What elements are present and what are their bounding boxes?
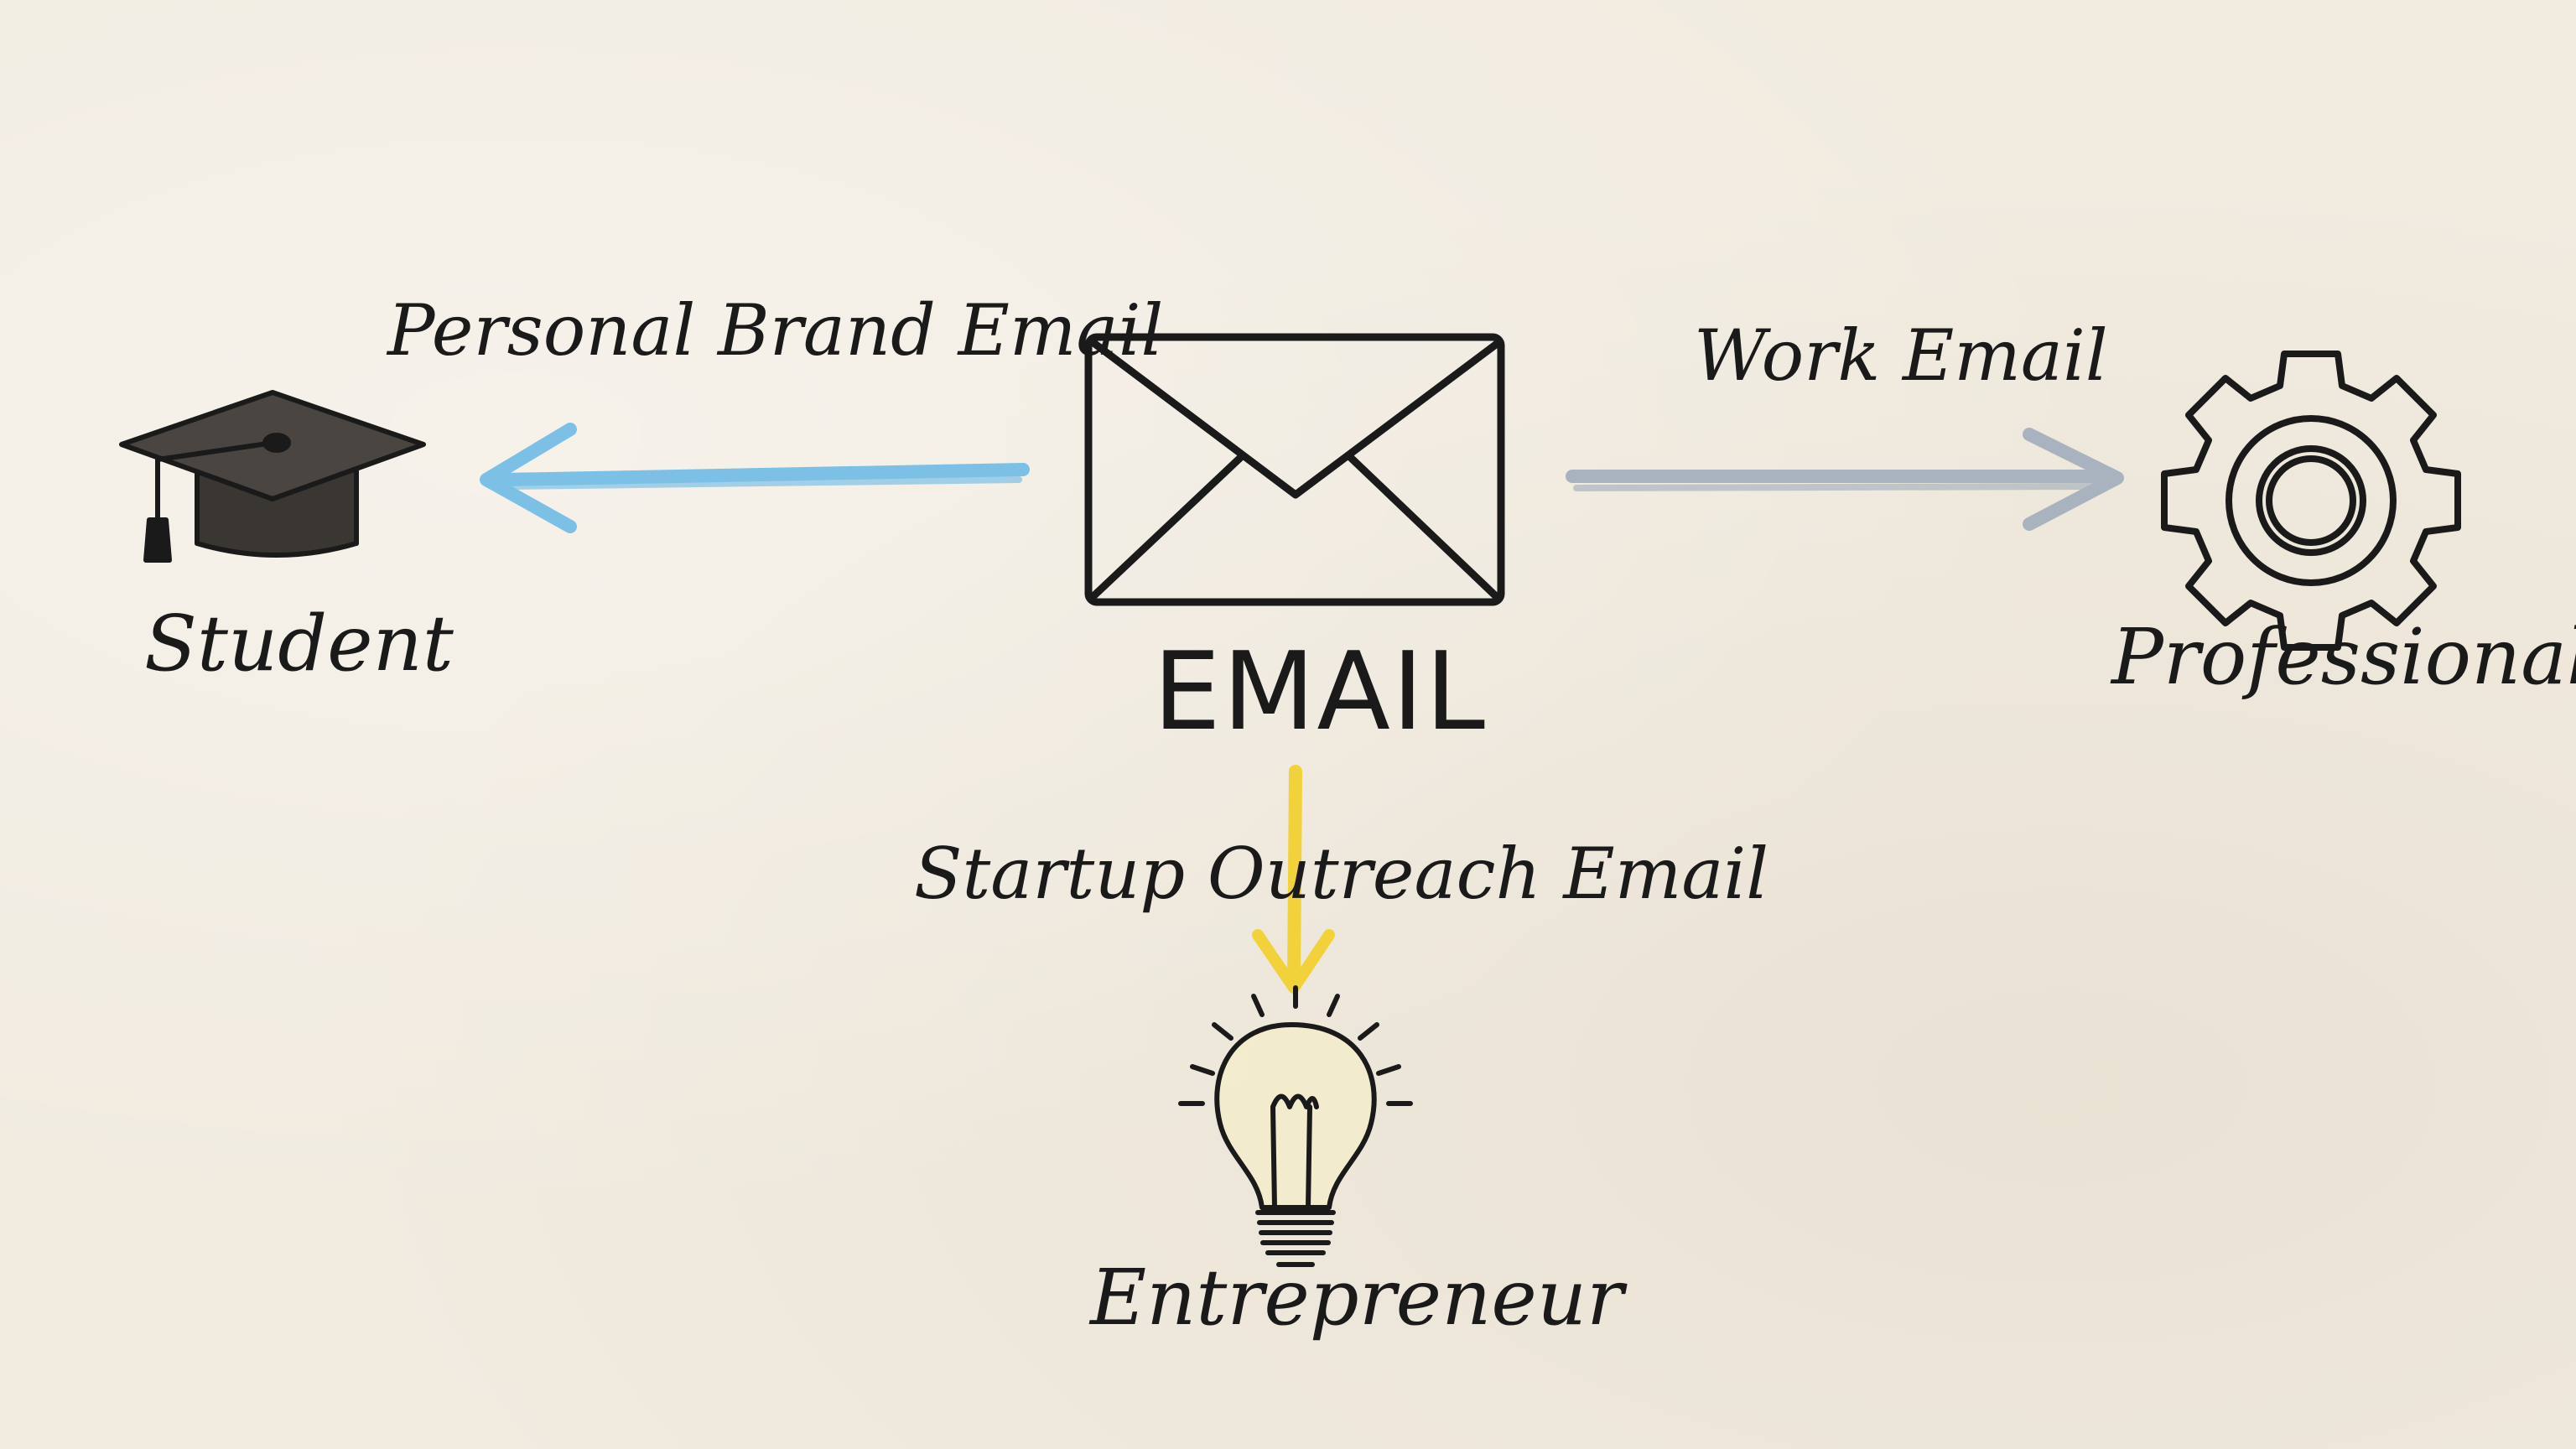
node-label-professional: Professional — [2111, 612, 2576, 702]
edge-label-startup-outreach: Startup Outreach Email — [914, 833, 1769, 915]
arrow-to-professional — [1566, 428, 2124, 531]
graduation-cap-icon — [119, 390, 426, 563]
center-label: EMAIL — [1153, 630, 1487, 755]
edge-label-work: Work Email — [1694, 314, 2108, 397]
node-label-student: Student — [144, 599, 454, 688]
lightbulb-icon — [1178, 985, 1413, 1267]
envelope-icon — [1084, 333, 1505, 606]
edge-label-personal-brand: Personal Brand Email — [387, 289, 1164, 371]
node-label-entrepreneur: Entrepreneur — [1090, 1253, 1624, 1343]
gear-icon — [2161, 351, 2461, 651]
arrow-to-student — [480, 423, 1030, 533]
